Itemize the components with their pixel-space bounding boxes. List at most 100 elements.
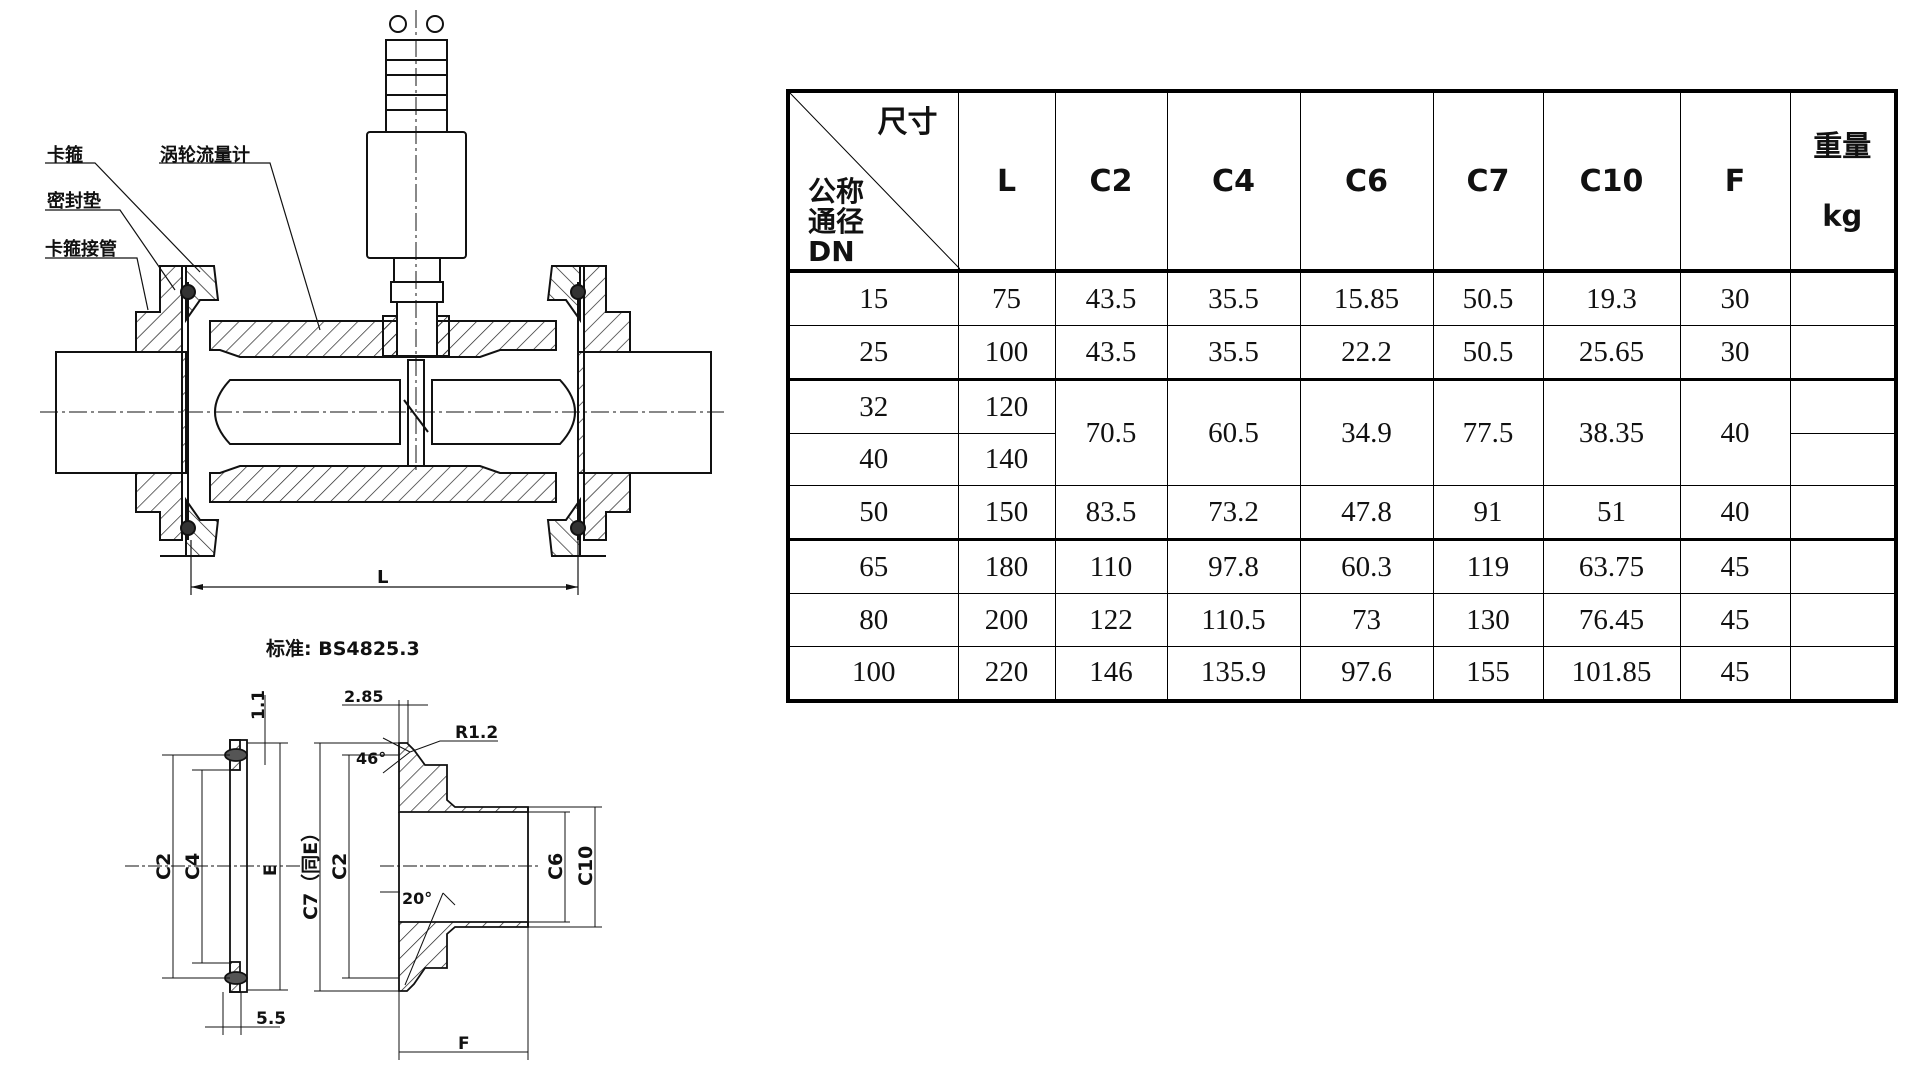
cell-C10: 76.45: [1542, 593, 1681, 647]
cell-C6: 60.3: [1299, 539, 1434, 595]
cell-C10: 51: [1542, 485, 1681, 542]
table-row: 65 180 110 97.8 60.3 119 63.75 45: [787, 539, 1897, 595]
ferrule-dim-c2: C2: [329, 853, 351, 880]
cell-L: 75: [957, 270, 1056, 327]
cell-dn: 15: [787, 270, 959, 327]
header-nominal-diameter: 公称 通径 DN: [808, 177, 864, 267]
cell-L: 140: [957, 433, 1056, 487]
cell-weight: [1789, 539, 1897, 595]
cell-weight: [1789, 485, 1897, 542]
ferrule-angle-20: 20°: [402, 889, 432, 908]
cell-dn: 50: [787, 485, 959, 542]
cell-C6: 73: [1299, 593, 1434, 647]
dim-L: L: [377, 567, 388, 588]
header-weight: 重量 kg: [1789, 90, 1897, 273]
cell-dn: 25: [787, 325, 959, 382]
cell-C4: 60.5: [1166, 379, 1301, 487]
ferrule-dim-f: F: [458, 1034, 470, 1054]
ferrule-dim-285: 2.85: [344, 687, 383, 706]
header-weight-unit: kg: [1822, 199, 1863, 233]
label-gasket: 密封垫: [47, 190, 101, 212]
gasket-dim-c2: C2: [153, 853, 175, 880]
cell-C6: 34.9: [1299, 379, 1434, 487]
rotor-guide-right: [431, 379, 576, 445]
cell-C7: 91: [1432, 485, 1544, 542]
ferrule-dim-c6: C6: [545, 853, 567, 880]
flowmeter-assembly-section: [40, 10, 724, 595]
cell-C10: 19.3: [1542, 270, 1681, 327]
header-L: L: [957, 90, 1056, 273]
cell-dn: 100: [787, 645, 959, 702]
label-ferrule: 卡箍接管: [45, 238, 117, 260]
cell-L: 200: [957, 593, 1056, 647]
table-row: 80 200 122 110.5 73 130 76.45 45: [787, 593, 1897, 647]
cell-C10: 101.85: [1542, 645, 1681, 702]
cell-L: 100: [957, 325, 1056, 382]
header-nominal-3: DN: [808, 235, 855, 268]
cell-C7: 50.5: [1432, 325, 1544, 382]
cell-L: 220: [957, 645, 1056, 702]
cell-C2: 70.5: [1054, 379, 1168, 487]
gasket-dim-c4: C4: [182, 853, 204, 880]
header-nominal-2: 通径: [808, 205, 865, 238]
ferrule-dim-c7: C7（同E）: [299, 823, 322, 920]
cell-C2: 43.5: [1054, 325, 1168, 382]
cell-dn: 65: [787, 539, 959, 595]
cell-C4: 135.9: [1166, 645, 1301, 702]
ferrule-detail: [314, 700, 602, 1060]
gasket-detail: [125, 695, 300, 1035]
cell-weight: [1789, 593, 1897, 647]
cell-C6: 22.2: [1299, 325, 1434, 382]
cell-C2: 146: [1054, 645, 1168, 702]
cell-F: 40: [1679, 379, 1791, 487]
cell-dn: 32: [787, 379, 959, 435]
gasket-dim-width: 5.5: [256, 1009, 286, 1029]
cell-C4: 73.2: [1166, 485, 1301, 542]
cell-C4: 35.5: [1166, 270, 1301, 327]
cell-weight: [1789, 645, 1897, 702]
cell-C2: 110: [1054, 539, 1168, 595]
header-C7: C7: [1432, 90, 1544, 273]
header-weight-label: 重量: [1813, 129, 1872, 163]
cell-C6: 97.6: [1299, 645, 1434, 702]
table-row: 50 150 83.5 73.2 47.8 91 51 40: [787, 485, 1897, 542]
cell-C4: 35.5: [1166, 325, 1301, 382]
cell-L: 150: [957, 485, 1056, 542]
header-nominal-1: 公称: [808, 175, 865, 208]
header-C10: C10: [1542, 90, 1681, 273]
cell-F: 45: [1679, 645, 1791, 702]
ferrule-angle-46: 46°: [356, 749, 386, 768]
cell-F: 45: [1679, 539, 1791, 595]
cell-C6: 15.85: [1299, 270, 1434, 327]
cell-weight: [1789, 270, 1897, 327]
cell-L: 120: [957, 379, 1056, 435]
label-turbine-flowmeter: 涡轮流量计: [160, 144, 250, 166]
cell-C7: 50.5: [1432, 270, 1544, 327]
cell-C2: 122: [1054, 593, 1168, 647]
cell-F: 45: [1679, 593, 1791, 647]
cell-C7: 130: [1432, 593, 1544, 647]
table-row: 40 140: [787, 433, 1897, 487]
cell-F: 30: [1679, 270, 1791, 327]
gasket-dim-thickness: 1.1: [249, 690, 269, 720]
cell-C6: 47.8: [1299, 485, 1434, 542]
ferrule-dim-c10: C10: [575, 846, 597, 886]
cell-C4: 97.8: [1166, 539, 1301, 595]
header-corner-cell: 尺寸 公称 通径 DN: [787, 90, 960, 273]
header-C2: C2: [1054, 90, 1168, 273]
cell-F: 30: [1679, 325, 1791, 382]
cell-C2: 43.5: [1054, 270, 1168, 327]
cell-C7: 119: [1432, 539, 1544, 595]
cell-weight: [1789, 433, 1897, 487]
header-size: 尺寸: [877, 105, 938, 140]
cell-C7: 155: [1432, 645, 1544, 702]
cell-L: 180: [957, 539, 1056, 595]
table-row: 100 220 146 135.9 97.6 155 101.85 45: [787, 645, 1897, 702]
cell-C10: 63.75: [1542, 539, 1681, 595]
standard-label: 标准: BS4825.3: [266, 638, 420, 660]
cell-C2: 83.5: [1054, 485, 1168, 542]
cell-dn: 40: [787, 433, 959, 487]
cell-weight: [1789, 379, 1897, 435]
ferrule-radius: R1.2: [455, 723, 498, 743]
